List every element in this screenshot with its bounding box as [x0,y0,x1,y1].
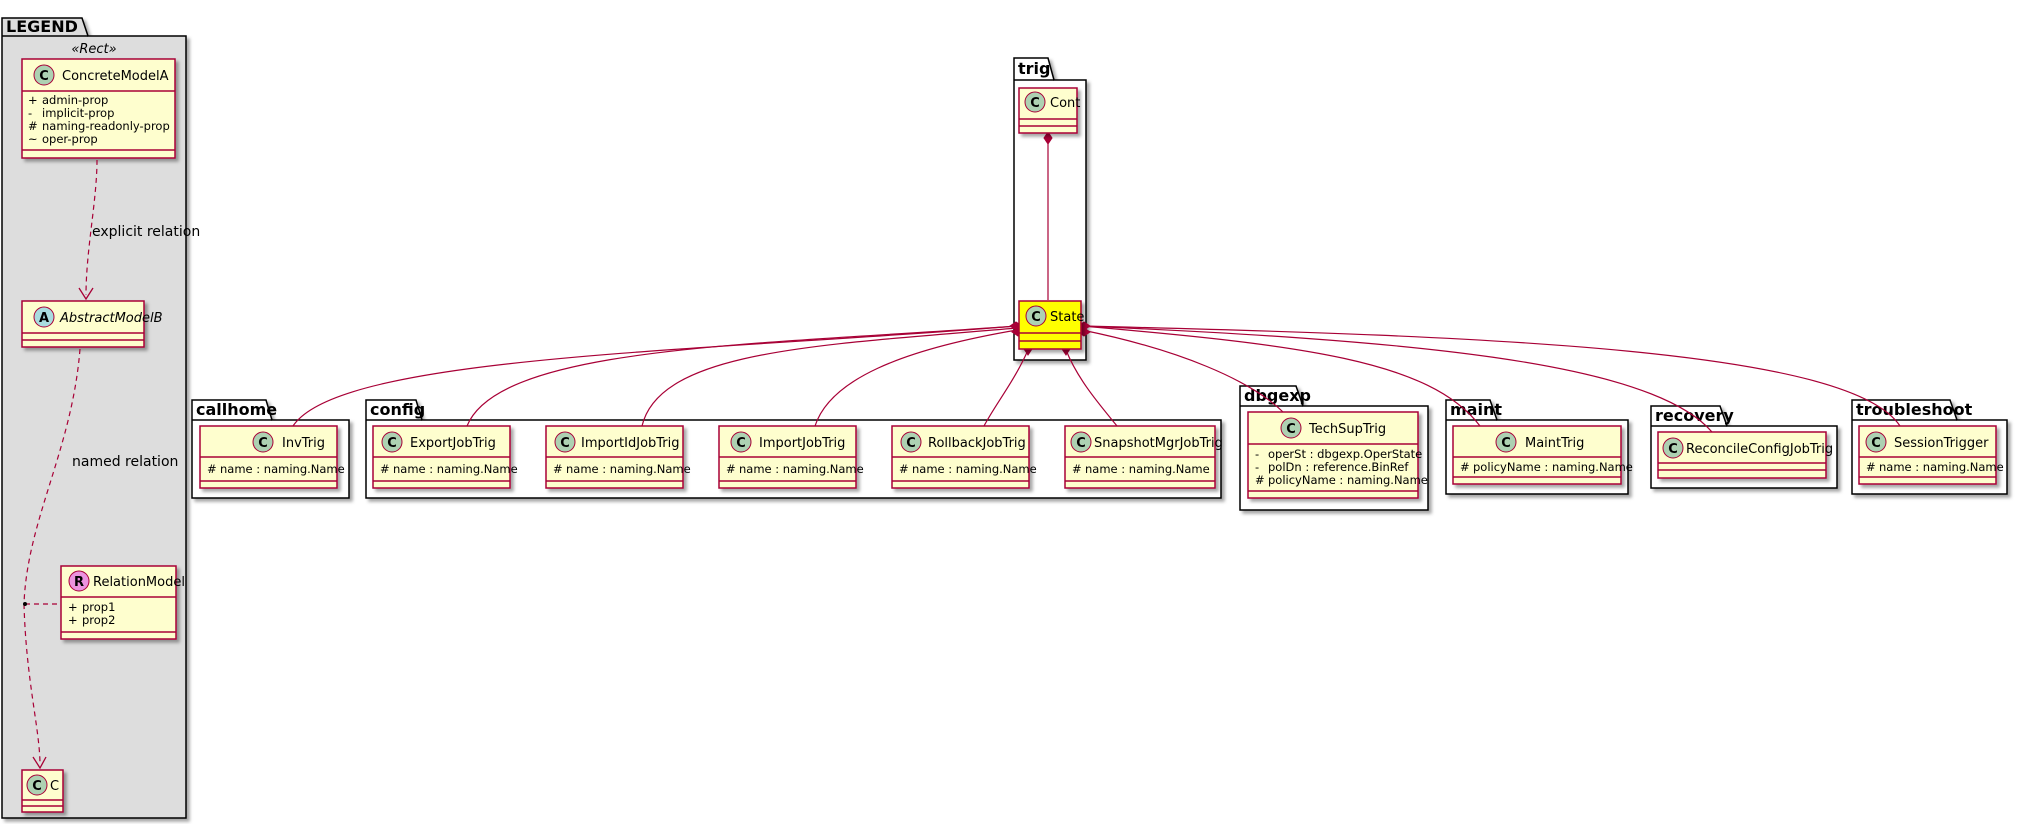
attr-text: name : naming.Name [912,462,1037,476]
attr-visibility: + [28,93,38,107]
class-name: ImportIdJobTrig [581,436,680,451]
class-name: Cont [1050,96,1080,111]
class-icon: C [1076,436,1086,451]
package-title: config [370,400,425,419]
attr-visibility: # [553,462,563,476]
attr-text: name : naming.Name [1879,460,2004,474]
attr-visibility: - [1255,447,1259,461]
class-icon: C [387,436,397,451]
class-name: ExportJobTrig [410,436,496,451]
class-name: SessionTrigger [1894,436,1989,451]
class-snapshotmgrjobtrig[interactable]: C SnapshotMgrJobTrig # name : naming.Nam… [1064,425,1223,489]
package-title: trig [1018,59,1050,78]
class-name: ConcreteModelA [62,69,169,84]
class-invtrig[interactable]: C InvTrig # name : naming.Name [199,425,345,489]
attr-text: naming-readonly-prop [42,119,170,133]
legend-package-title: LEGEND [6,17,78,36]
legend-package: LEGEND «Rect» C ConcreteModelA + admin-p… [1,17,200,819]
attr-text: prop2 [82,613,115,627]
attr-text: policyName : naming.Name [1268,473,1428,487]
class-cont[interactable]: C Cont [1018,87,1080,134]
edge-named-relation: named relation [23,348,178,770]
class-name: RelationModel [93,575,185,590]
class-icon: C [560,436,570,451]
class-reconcileconfigjobtrig[interactable]: C ReconcileConfigJobTrig [1657,431,1833,479]
edge-explicit-relation: explicit relation [78,159,200,301]
class-abstract-model-b[interactable]: A AbstractModelB [21,300,163,348]
class-state[interactable]: C State [1018,300,1084,350]
attr-text: name : naming.Name [566,462,691,476]
attr-visibility: # [1072,462,1082,476]
class-icon: C [32,779,42,794]
attr-text: polDn : reference.BinRef [1268,460,1409,474]
class-icon: C [736,436,746,451]
attr-visibility: # [207,462,217,476]
attr-visibility: ~ [28,132,38,146]
class-techsuptrig[interactable]: C TechSupTrig - operSt : dbgexp.OperStat… [1247,411,1428,499]
attr-visibility: # [380,462,390,476]
class-sessiontrigger[interactable]: C SessionTrigger # name : naming.Name [1858,425,2004,485]
package-title: callhome [196,400,277,419]
class-name: InvTrig [282,436,325,451]
attr-text: operSt : dbgexp.OperState [1268,447,1422,461]
class-icon: C [1871,436,1881,451]
class-concrete-model-a[interactable]: C ConcreteModelA + admin-prop - implicit… [21,58,176,159]
class-icon: C [1030,96,1040,111]
package-title: dbgexp [1244,386,1311,405]
class-name: ReconcileConfigJobTrig [1686,442,1833,457]
attr-text: implicit-prop [42,106,114,120]
class-name: MaintTrig [1525,436,1584,451]
attr-text: oper-prop [42,132,98,146]
class-name: AbstractModelB [59,311,163,326]
package-title: maint [1450,400,1502,419]
attr-visibility: # [899,462,909,476]
attr-text: name : naming.Name [220,462,345,476]
legend-stereotype: «Rect» [71,42,116,57]
package-title: troubleshoot [1856,400,1973,419]
attr-text: name : naming.Name [739,462,864,476]
explicit-relation-label: explicit relation [92,224,200,240]
class-name: TechSupTrig [1308,422,1386,437]
composition-edges [292,144,1901,433]
class-icon: C [906,436,916,451]
class-importjobtrig[interactable]: C ImportJobTrig # name : naming.Name [718,425,864,489]
attr-text: prop1 [82,600,115,614]
attr-text: name : naming.Name [1085,462,1210,476]
class-icon: C [258,436,268,451]
class-icon: C [1286,422,1296,437]
attr-visibility: # [1255,473,1265,487]
class-name: State [1050,310,1084,325]
attr-visibility: # [1460,460,1470,474]
class-importidjobtrig[interactable]: C ImportIdJobTrig # name : naming.Name [545,425,691,489]
attr-visibility: + [68,613,78,627]
class-name: ImportJobTrig [759,436,845,451]
attr-visibility: - [28,106,32,120]
attr-text: name : naming.Name [393,462,518,476]
attr-visibility: # [28,119,38,133]
package-title: recovery [1655,406,1734,425]
class-name: RollbackJobTrig [928,436,1026,451]
class-relation-model[interactable]: R RelationModel + prop1 + prop2 [60,565,185,640]
named-relation-label: named relation [72,454,178,470]
attr-text: admin-prop [42,93,108,107]
attr-visibility: + [68,600,78,614]
class-icon: C [1668,442,1678,457]
attr-visibility: # [1866,460,1876,474]
class-mainttrig[interactable]: C MaintTrig # policyName : naming.Name [1452,425,1633,485]
class-icon: C [1501,436,1511,451]
relation-class-icon: R [74,575,84,590]
attr-visibility: - [1255,460,1259,474]
attr-visibility: # [726,462,736,476]
class-rollbackjobtrig[interactable]: C RollbackJobTrig # name : naming.Name [891,425,1037,489]
abstract-class-icon: A [39,311,49,326]
class-icon: C [39,69,49,84]
class-exportjobtrig[interactable]: C ExportJobTrig # name : naming.Name [372,425,518,489]
class-name: SnapshotMgrJobTrig [1094,436,1223,451]
class-c[interactable]: C C [21,769,64,813]
class-name: C [50,779,59,794]
class-icon: C [1031,310,1041,325]
attr-text: policyName : naming.Name [1473,460,1633,474]
